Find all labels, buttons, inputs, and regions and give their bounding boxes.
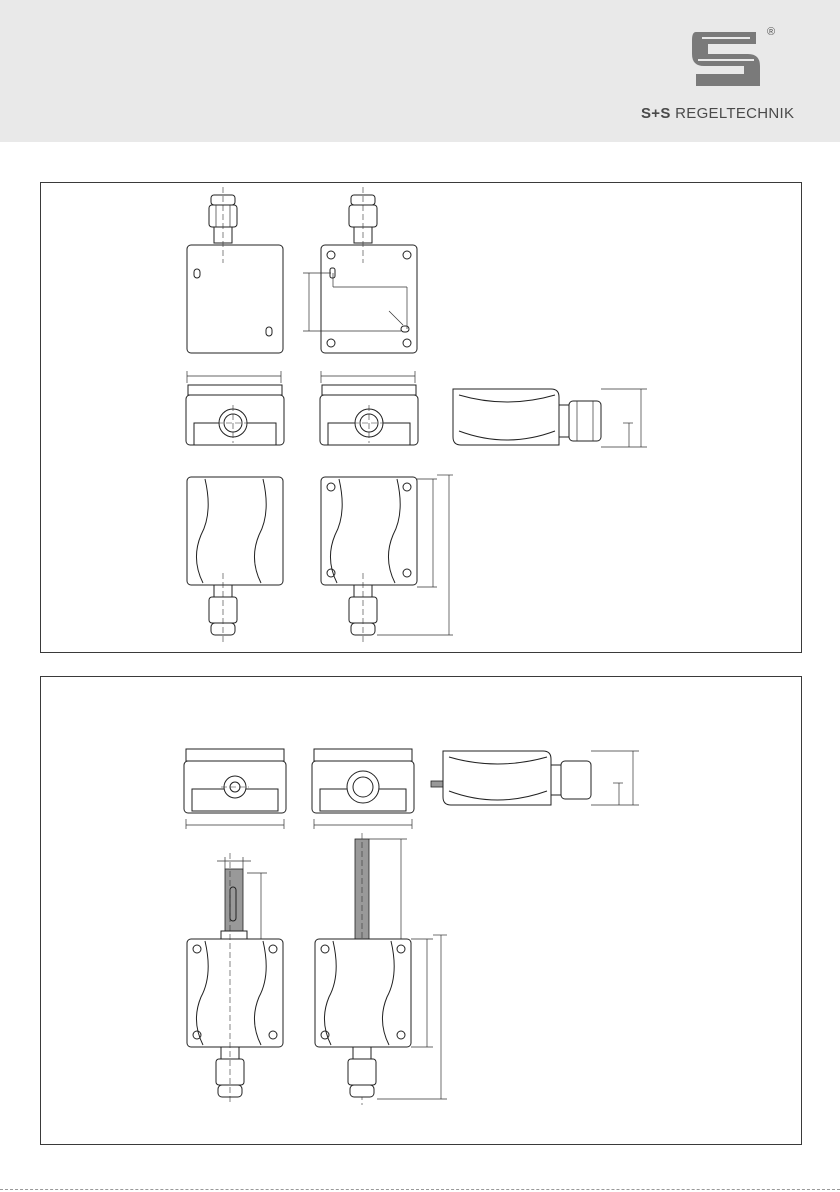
brand-wordmark: S+S REGELTECHNIK	[641, 105, 794, 122]
registered-mark: ®	[767, 26, 775, 38]
bottom-view-sensor-nut	[184, 749, 286, 829]
header-band: ® S+S REGELTECHNIK	[0, 0, 840, 142]
technical-drawing-2	[41, 677, 801, 1144]
drawing-panel-2	[40, 676, 802, 1145]
ss-logo-icon	[688, 28, 764, 90]
front-view-closed	[187, 187, 283, 353]
front-view-bottom-gland-2	[321, 475, 453, 643]
back-view-holes	[303, 187, 417, 353]
footer-cut-line	[0, 1189, 840, 1190]
brand-name: REGELTECHNIK	[675, 105, 794, 122]
side-view	[453, 389, 647, 447]
brand-prefix: S+S	[641, 105, 671, 122]
side-view-2	[431, 751, 639, 805]
front-view-short-probe	[187, 853, 283, 1105]
bottom-view-2	[320, 371, 418, 445]
drawing-panel-1	[40, 182, 802, 653]
front-view-bottom-gland-1	[187, 477, 283, 643]
technical-drawing-1	[41, 183, 801, 652]
bottom-view-1	[186, 371, 284, 445]
front-view-long-probe	[315, 833, 447, 1105]
bottom-view-gland	[312, 749, 414, 829]
